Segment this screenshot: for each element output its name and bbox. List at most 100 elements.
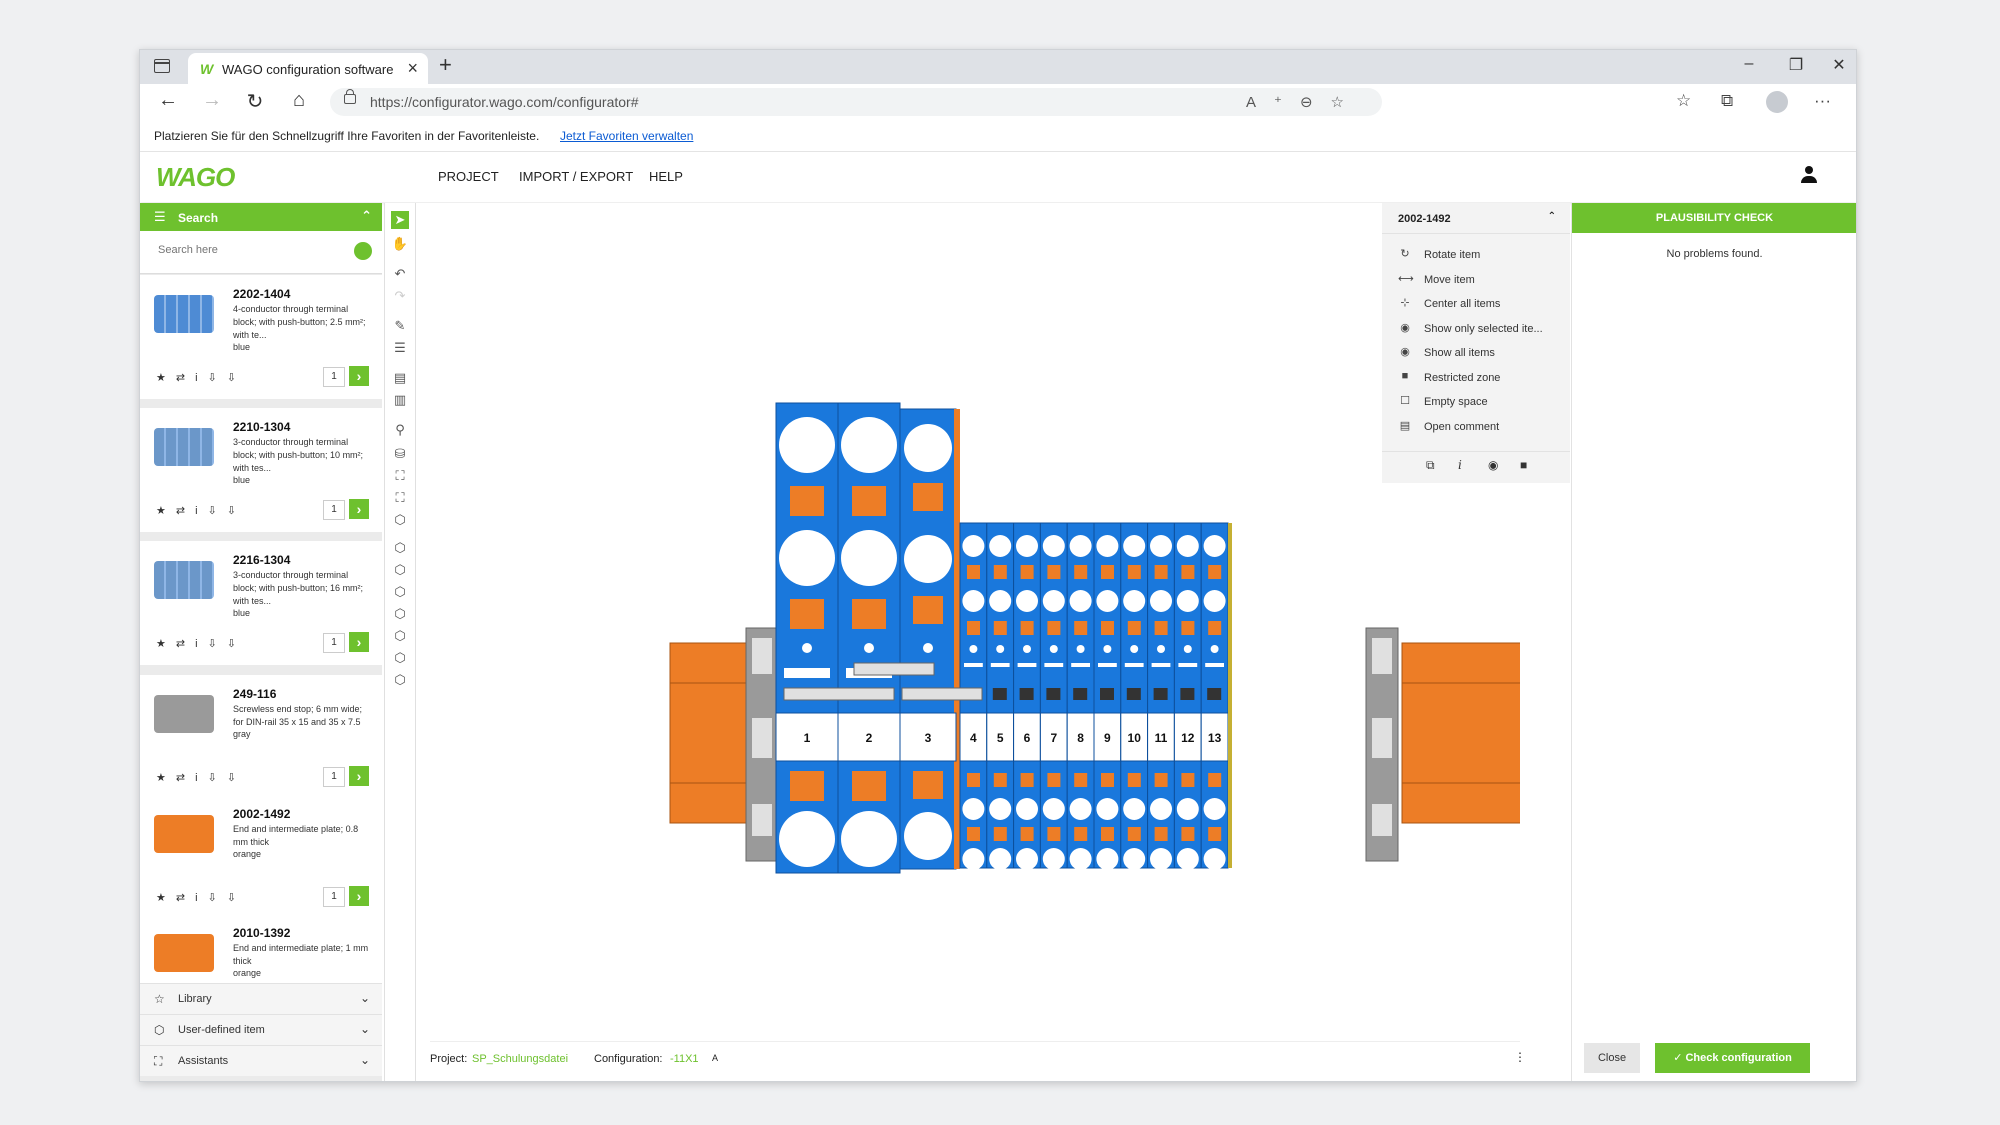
product-description: End and intermediate plate; 0.8 mm thick	[233, 824, 359, 847]
copy-icon[interactable]: ⧉	[1426, 458, 1435, 472]
undo-icon[interactable]: ↶	[394, 266, 406, 281]
home-icon[interactable]: ⌂	[292, 89, 306, 111]
push-button	[1181, 773, 1195, 787]
frame-alt-icon[interactable]: ⛶	[395, 490, 405, 505]
card-action-icons[interactable]: ★⇄i⇩⇩	[156, 372, 246, 384]
config-value[interactable]: -11X1	[670, 1053, 699, 1065]
new-tab-icon[interactable]: +	[439, 52, 452, 77]
search-header[interactable]: ☰ Search ⌃	[140, 203, 382, 231]
redo-icon[interactable]: ↷	[394, 288, 406, 303]
read-aloud-zoom-favorite-icons[interactable]: A⁺⊖☆	[1246, 94, 1362, 111]
card-action-icons[interactable]: ★⇄i⇩⇩	[156, 892, 246, 904]
context-menu-item[interactable]: ⟷Move item	[1382, 268, 1570, 292]
context-menu-item[interactable]: ▤Open comment	[1382, 415, 1570, 439]
context-menu-item[interactable]: ☐Empty space	[1382, 390, 1570, 414]
more-vert-icon[interactable]: ⋮	[1514, 1050, 1526, 1064]
back-icon[interactable]: ←	[158, 89, 178, 111]
database-icon[interactable]: ⛁	[394, 446, 406, 461]
chevron-up-icon[interactable]: ⌃	[1547, 211, 1556, 222]
add-to-rail-button[interactable]: ›	[349, 499, 369, 519]
add-to-rail-button[interactable]: ›	[349, 766, 369, 786]
close-button[interactable]: Close	[1584, 1043, 1640, 1073]
frame-icon[interactable]: ⛶	[395, 468, 405, 483]
more-icon[interactable]: ···	[1814, 91, 1831, 110]
quantity-input[interactable]: 1	[323, 500, 345, 520]
context-menu-item[interactable]: ↻Rotate item	[1382, 243, 1570, 267]
check-configuration-button[interactable]: ✓ Check configuration	[1655, 1043, 1810, 1073]
context-menu-item[interactable]: ◉Show all items	[1382, 341, 1570, 365]
card-action-icons[interactable]: ★⇄i⇩⇩	[156, 505, 246, 517]
context-menu-item[interactable]: ■Restricted zone	[1382, 366, 1570, 390]
restore-icon[interactable]: ❐	[1788, 57, 1804, 74]
push-button	[993, 621, 1007, 635]
collections-icon[interactable]: ⧉	[1721, 91, 1734, 110]
add-to-rail-button[interactable]: ›	[349, 886, 369, 906]
cube-icon[interactable]: ⬡	[394, 540, 406, 555]
tab-close-icon[interactable]: ×	[407, 58, 418, 78]
menu-import-export[interactable]: IMPORT / EXPORT	[519, 169, 634, 184]
user-icon[interactable]	[1800, 166, 1818, 184]
menu-help[interactable]: HELP	[649, 169, 683, 184]
minimize-icon[interactable]: –	[1744, 55, 1754, 72]
marker-icon[interactable]: ⚲	[395, 422, 405, 437]
hand-tool-icon[interactable]: ✋	[391, 236, 409, 251]
cube-icon[interactable]: ⬡	[394, 628, 406, 643]
select-tool-icon[interactable]: ➤	[391, 211, 409, 229]
profile-avatar[interactable]	[1766, 91, 1788, 113]
card-action-icons[interactable]: ★⇄i⇩⇩	[156, 638, 246, 650]
add-to-rail-button[interactable]: ›	[349, 632, 369, 652]
chevron-up-icon[interactable]: ⌃	[361, 208, 372, 223]
quantity-input[interactable]: 1	[323, 367, 345, 387]
rail-cut-icon[interactable]: ▥	[393, 392, 407, 407]
user-defined-accordion[interactable]: ⬡ User-defined item ⌄	[140, 1014, 382, 1045]
list-icon[interactable]: ☰	[394, 340, 406, 355]
pencil-icon[interactable]: ✎	[394, 318, 406, 333]
menu-project[interactable]: PROJECT	[438, 169, 499, 184]
eye-icon: ◉	[1400, 346, 1410, 358]
cube-icon[interactable]: ⬡	[394, 562, 406, 577]
project-value[interactable]: SP_Schulungsdatei	[472, 1053, 569, 1065]
search-go-icon[interactable]	[354, 242, 372, 260]
url-bar[interactable]: https://configurator.wago.com/configurat…	[330, 88, 1382, 116]
assistants-accordion[interactable]: ⛶ Assistants ⌄	[140, 1045, 382, 1076]
quantity-input[interactable]: 1	[323, 767, 345, 787]
hide-icon[interactable]: ◉	[1488, 458, 1499, 472]
cube-icon[interactable]: ⬡	[394, 584, 406, 599]
cube-icon[interactable]: ⬡	[394, 606, 406, 621]
context-menu-item[interactable]: ◉Show only selected ite...	[1382, 317, 1570, 341]
forward-icon[interactable]: →	[202, 89, 222, 111]
browser-tab[interactable]: W WAGO configuration software Sm ×	[188, 53, 428, 84]
context-menu-item[interactable]: ⊹Center all items	[1382, 292, 1570, 316]
search-input[interactable]	[156, 243, 340, 257]
tab-actions-icon[interactable]	[154, 59, 170, 73]
end-plate	[1228, 523, 1232, 868]
favorites-icon[interactable]: ☆	[1676, 91, 1692, 110]
favbar-link[interactable]: Jetzt Favoriten verwalten	[560, 129, 694, 143]
add-to-rail-button[interactable]: ›	[349, 366, 369, 386]
marker-slot	[1044, 663, 1064, 667]
library-accordion[interactable]: ☆ Library ⌄	[140, 983, 382, 1014]
reload-icon[interactable]: ↻	[246, 91, 264, 113]
cube-icon[interactable]: ⬡	[394, 650, 406, 665]
quantity-input[interactable]: 1	[323, 887, 345, 907]
push-button	[1181, 565, 1195, 579]
search-box	[140, 231, 382, 274]
context-header[interactable]: 2002-1492 ⌃	[1382, 203, 1570, 234]
quantity-input[interactable]: 1	[323, 633, 345, 653]
cube-icon[interactable]: ⬡	[394, 512, 406, 527]
info-icon[interactable]: i	[1458, 458, 1462, 472]
plausibility-header: PLAUSIBILITY CHECK	[1572, 203, 1856, 233]
delete-icon[interactable]: ■	[1520, 458, 1528, 472]
close-window-icon[interactable]: ✕	[1832, 57, 1846, 74]
rail-icon[interactable]: ▤	[393, 370, 407, 385]
card-action-icons[interactable]: ★⇄i⇩⇩	[156, 772, 246, 784]
cube-icon[interactable]: ⬡	[394, 672, 406, 687]
